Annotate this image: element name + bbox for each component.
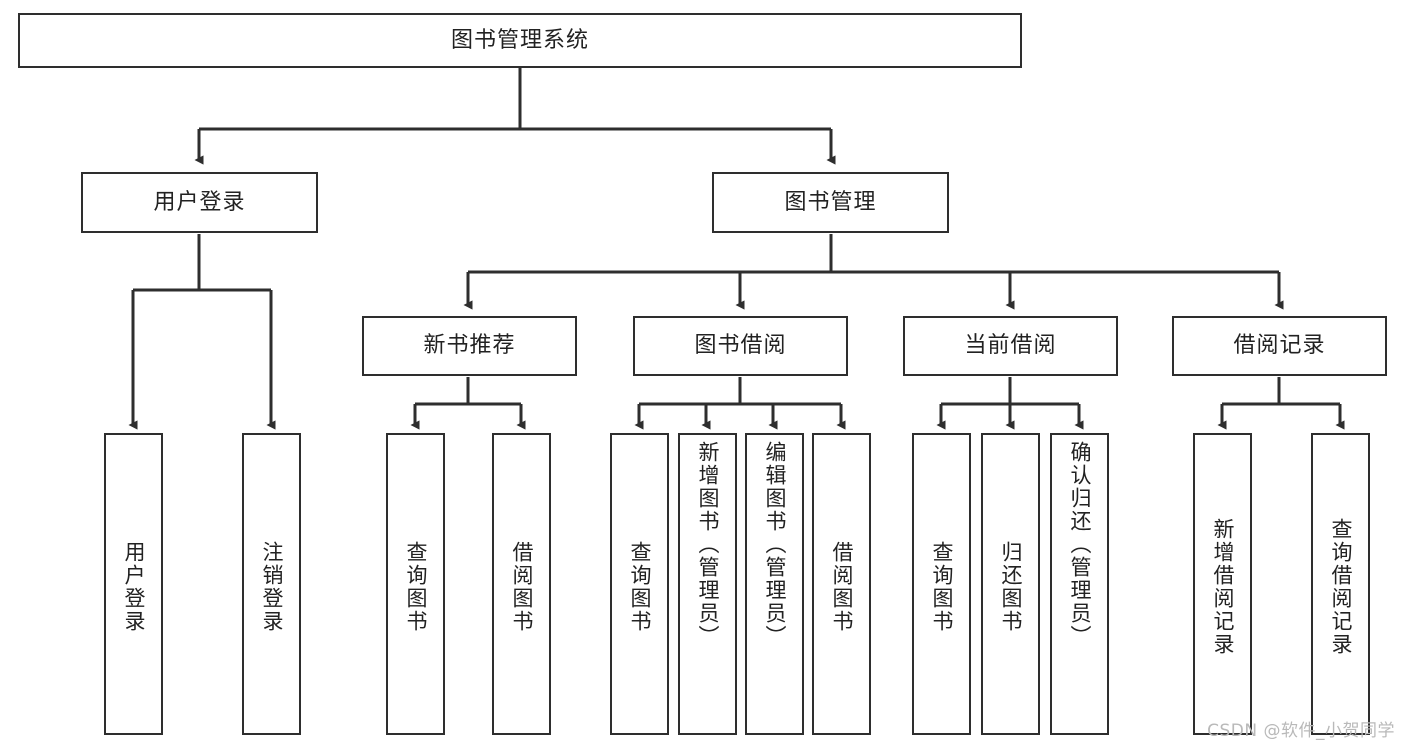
node-label: 用户登录 <box>122 541 146 633</box>
node-label: 借阅图书 <box>830 541 854 633</box>
node-leaf-edit-book[interactable]: 编辑图书（管理员） <box>745 433 804 735</box>
node-leaf-logout-login[interactable]: 注销登录 <box>242 433 301 735</box>
node-leaf-query-book-3[interactable]: 查询图书 <box>912 433 971 735</box>
node-label: 图书管理系统 <box>450 27 589 53</box>
connectors-new-book <box>410 377 526 430</box>
node-label: 查询图书 <box>628 541 652 633</box>
node-label: 编辑图书（管理员） <box>763 441 787 648</box>
node-label: 查询图书 <box>930 541 954 633</box>
node-label: 确认归还（管理员） <box>1068 441 1092 648</box>
node-book-management[interactable]: 图书管理 <box>712 172 949 233</box>
node-label: 新增借阅记录 <box>1211 518 1235 656</box>
connectors-book-management <box>463 234 1284 310</box>
node-label: 注销登录 <box>260 541 284 633</box>
connectors-user-login <box>128 234 276 430</box>
node-label: 图书管理 <box>784 189 877 215</box>
node-leaf-add-record[interactable]: 新增借阅记录 <box>1193 433 1252 735</box>
node-current-borrow[interactable]: 当前借阅 <box>903 316 1118 376</box>
node-label: 查询借阅记录 <box>1329 518 1353 656</box>
node-borrow-record[interactable]: 借阅记录 <box>1172 316 1387 376</box>
node-label: 归还图书 <box>999 541 1023 633</box>
node-root-system[interactable]: 图书管理系统 <box>18 13 1022 68</box>
node-leaf-query-book-1[interactable]: 查询图书 <box>386 433 445 735</box>
connectors-current-borrow <box>936 377 1084 430</box>
node-leaf-borrow-book-1[interactable]: 借阅图书 <box>492 433 551 735</box>
node-leaf-return-book[interactable]: 归还图书 <box>981 433 1040 735</box>
node-label: 当前借阅 <box>964 333 1057 359</box>
node-leaf-query-book-2[interactable]: 查询图书 <box>610 433 669 735</box>
node-label: 借阅图书 <box>510 541 534 633</box>
node-label: 新增图书（管理员） <box>696 441 720 648</box>
node-label: 图书借阅 <box>694 333 787 359</box>
connectors-book-borrow <box>634 377 846 430</box>
node-leaf-user-login[interactable]: 用户登录 <box>104 433 163 735</box>
connectors-borrow-record <box>1217 377 1345 430</box>
node-leaf-query-record[interactable]: 查询借阅记录 <box>1311 433 1370 735</box>
node-user-login[interactable]: 用户登录 <box>81 172 318 233</box>
node-label: 借阅记录 <box>1233 333 1326 359</box>
node-leaf-borrow-book-2[interactable]: 借阅图书 <box>812 433 871 735</box>
node-label: 新书推荐 <box>423 333 516 359</box>
node-label: 查询图书 <box>404 541 428 633</box>
connectors-root <box>194 68 836 165</box>
node-leaf-add-book[interactable]: 新增图书（管理员） <box>678 433 737 735</box>
node-leaf-confirm-return[interactable]: 确认归还（管理员） <box>1050 433 1109 735</box>
node-book-borrow[interactable]: 图书借阅 <box>633 316 848 376</box>
node-new-book-recommend[interactable]: 新书推荐 <box>362 316 577 376</box>
node-label: 用户登录 <box>153 189 246 215</box>
watermark-text: CSDN @软件_小贺同学 <box>1207 721 1395 741</box>
